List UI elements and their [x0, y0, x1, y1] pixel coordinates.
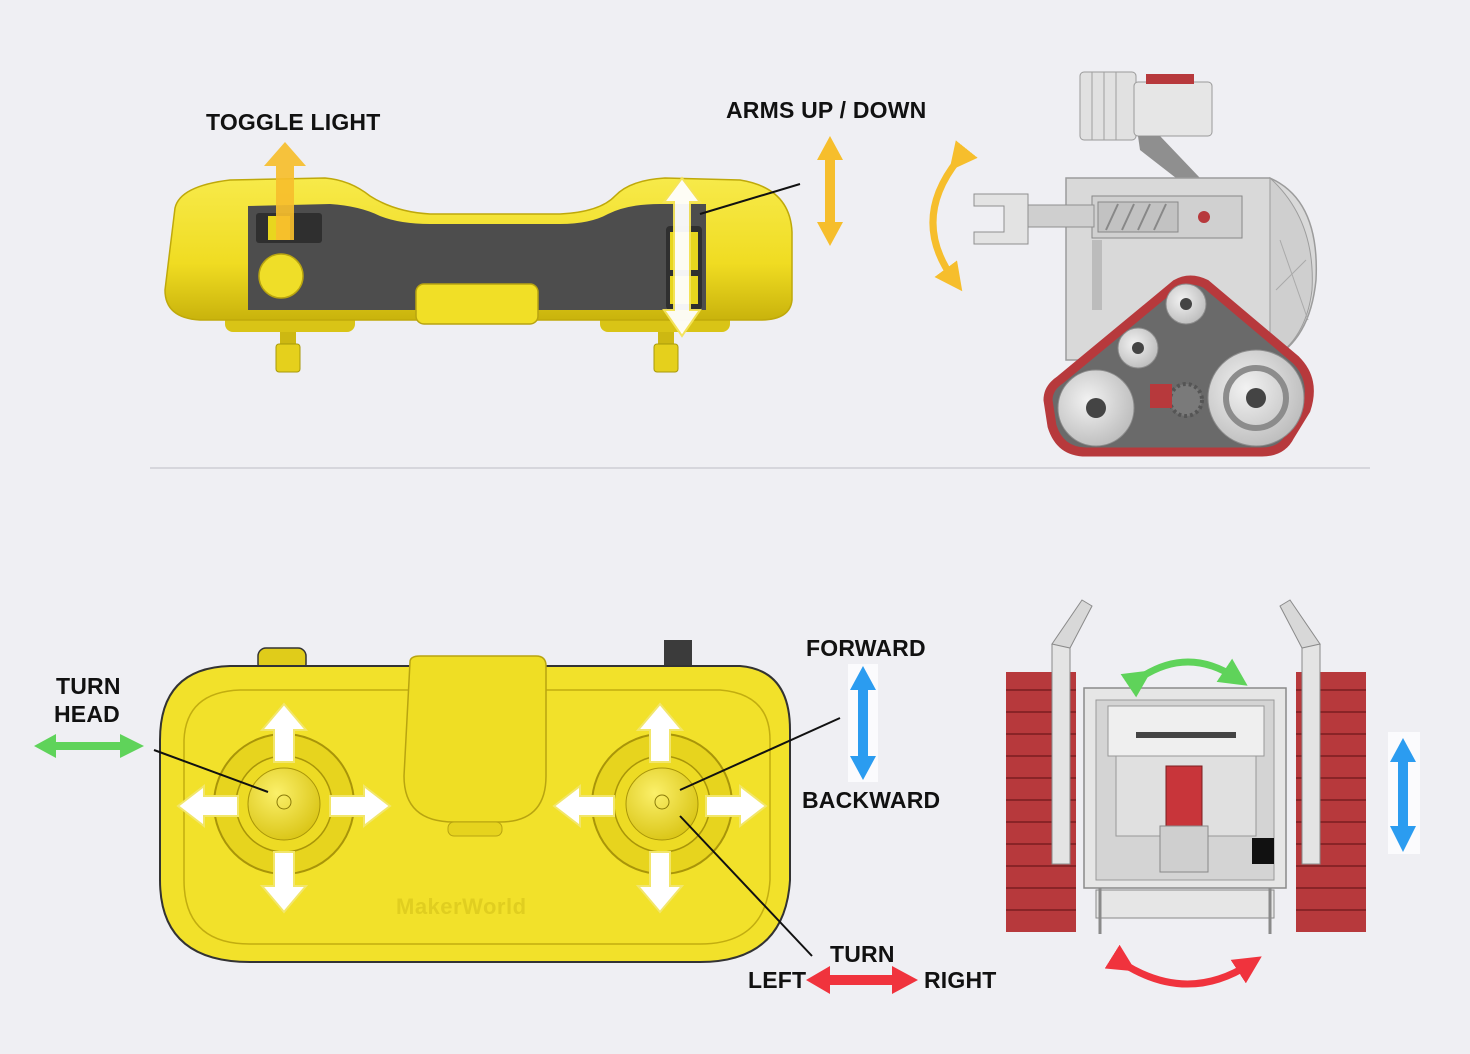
head-rotation-arrow-icon — [1120, 658, 1248, 698]
arms-up-down-label: ARMS UP / DOWN — [726, 97, 927, 123]
turn-head-arrow-icon — [34, 734, 144, 758]
turn-head-label-line1: TURN — [56, 673, 121, 699]
body-rotation-arrow-icon — [1104, 944, 1262, 988]
left-label: LEFT — [748, 967, 807, 993]
forward-backward-arrow-icon — [850, 666, 876, 780]
controller-side-view — [164, 142, 801, 373]
left-right-arrow-icon — [806, 966, 918, 994]
forward-label: FORWARD — [806, 635, 926, 661]
watermark-text: MakerWorld — [396, 894, 527, 919]
left-joystick-arrows-icon — [176, 702, 392, 914]
arms-up-down-arrow-icon — [817, 136, 843, 246]
robot-forward-backward-arrow-icon — [1390, 738, 1416, 852]
controller-top-view — [159, 640, 791, 963]
arms-slider-arrow-icon — [662, 176, 702, 338]
turn-head-label-line2: HEAD — [54, 701, 120, 727]
toggle-light-label: TOGGLE LIGHT — [206, 109, 381, 135]
robot-front-view — [1006, 599, 1366, 934]
robot-side-view — [973, 71, 1318, 457]
backward-label: BACKWARD — [802, 787, 941, 813]
turn-label: TURN — [830, 941, 895, 967]
right-joystick-arrows-icon — [552, 702, 768, 914]
right-label: RIGHT — [924, 967, 997, 993]
toggle-light-arrow-icon — [264, 142, 306, 240]
arm-rotation-arrow-icon — [929, 140, 978, 292]
